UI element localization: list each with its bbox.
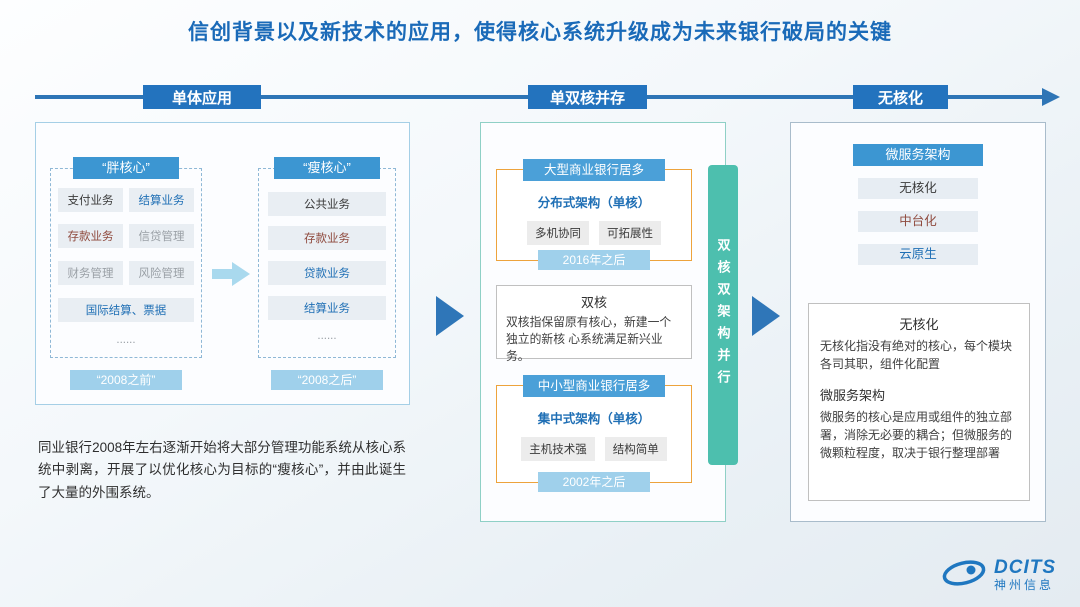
coreless-item: 云原生 (858, 244, 978, 265)
large-bank-tags: 多机协同 可拓展性 (497, 221, 691, 245)
thin-core-item: 存款业务 (268, 226, 386, 251)
fat-core-item: 结算业务 (129, 187, 194, 212)
fat-core-header: “胖核心” (73, 157, 179, 179)
dual-core-text: 双核指保留原有核心，新建一个独立的新核 心系统满足新兴业务。 (506, 315, 672, 364)
fat-core-item: 国际结算、票据 (58, 297, 194, 322)
fat-core-body: 支付业务 结算业务 存款业务 信贷管理 财务管理 风险管理 国际结算、票据 ..… (50, 168, 202, 358)
thin-core-item: 贷款业务 (268, 260, 386, 285)
microservice-definition-text: 微服务的核心是应用或组件的独立部署，消除无必要的耦合；但微服务的微颗粒程度，取决… (820, 410, 1013, 460)
small-bank-architecture: 集中式架构（单核） (537, 412, 651, 426)
large-bank-architecture: 分布式架构（单核） (537, 196, 651, 210)
large-bank-header: 大型商业银行居多 (523, 159, 665, 181)
timeline-stage-coreless: 无核化 (853, 85, 948, 109)
monolith-description: 同业银行2008年左右逐渐开始将大部分管理功能系统从核心系统中剥离，开展了以优化… (38, 440, 406, 500)
thin-core-item: 结算业务 (268, 295, 386, 320)
thin-core-period: “2008之后” (271, 370, 383, 390)
coreless-definition-title: 无核化 (899, 317, 939, 332)
stage-arrow-icon (436, 296, 464, 336)
panel-dual-core: 大型商业银行居多 分布式架构（单核） 多机协同 可拓展性 2016年之后 双核 … (480, 122, 726, 522)
stage-arrow-icon (752, 296, 780, 336)
large-bank-tag: 可拓展性 (599, 221, 661, 245)
fat-to-thin-arrow-icon (212, 261, 250, 292)
coreless-item: 无核化 (858, 178, 978, 199)
dcits-logo: DCITS 神州信息 (941, 556, 1056, 595)
fat-core-ellipsis: ...... (116, 334, 136, 347)
coreless-definition-text: 无核化指没有绝对的核心，每个模块各司其职，组件化配置 (820, 339, 1013, 371)
coreless-item: 中台化 (858, 211, 978, 232)
fat-core-item: 支付业务 (58, 187, 123, 212)
fat-core-item: 财务管理 (58, 260, 123, 285)
thin-core-column: “瘦核心” 公共业务 存款业务 贷款业务 结算业务 ...... “2008之后… (258, 157, 396, 390)
thin-core-item: 公共业务 (268, 191, 386, 216)
small-bank-tag: 主机技术强 (521, 437, 595, 461)
microservice-definition-title: 微服务架构 (820, 388, 886, 403)
timeline-stage-dual-core: 单双核并存 (528, 85, 647, 109)
large-bank-box: 大型商业银行居多 分布式架构（单核） 多机协同 可拓展性 2016年之后 (496, 159, 692, 270)
dual-core-title: 双核 (580, 295, 607, 310)
panel-coreless: 微服务架构 无核化 中台化 云原生 无核化 无核化指没有绝对的核心，每个模块各司… (790, 122, 1046, 522)
slide-title: 信创背景以及新技术的应用，使得核心系统升级成为未来银行破局的关键 (188, 21, 892, 44)
fat-core-column: “胖核心” 支付业务 结算业务 存款业务 信贷管理 财务管理 风险管理 国际结算… (50, 157, 202, 390)
small-bank-tag: 结构简单 (604, 437, 667, 461)
small-bank-period: 2002年之后 (538, 472, 650, 492)
thin-core-header: “瘦核心” (274, 157, 380, 179)
panel-monolith: “胖核心” 支付业务 结算业务 存款业务 信贷管理 财务管理 风险管理 国际结算… (35, 122, 410, 405)
thin-core-ellipsis: ...... (317, 330, 337, 343)
small-bank-box: 中小型商业银行居多 集中式架构（单核） 主机技术强 结构简单 2002年之后 (496, 375, 692, 492)
coreless-detail-box: 无核化 无核化指没有绝对的核心，每个模块各司其职，组件化配置 微服务架构 微服务… (808, 303, 1030, 501)
fat-core-period: “2008之前” (70, 370, 182, 390)
dcits-company: 神州信息 (994, 578, 1055, 593)
small-bank-header: 中小型商业银行居多 (523, 375, 665, 397)
dual-core-definition-box: 双核 双核指保留原有核心，新建一个独立的新核 心系统满足新兴业务。 (496, 285, 692, 363)
large-bank-period: 2016年之后 (538, 250, 650, 270)
large-bank-tag: 多机协同 (527, 221, 589, 245)
timeline-arrowhead-icon (1042, 88, 1060, 106)
microservice-header: 微服务架构 (853, 144, 983, 166)
timeline-stage-monolith: 单体应用 (143, 85, 261, 109)
dcits-brand: DCITS (994, 557, 1056, 579)
thin-core-body: 公共业务 存款业务 贷款业务 结算业务 ...... (258, 168, 396, 358)
dcits-swoosh-icon (941, 556, 987, 595)
fat-core-item: 风险管理 (129, 260, 194, 285)
dual-core-parallel-bar: 双核双架构并行 (708, 165, 738, 465)
dcits-logo-text: DCITS 神州信息 (994, 558, 1056, 592)
small-bank-tags: 主机技术强 结构简单 (497, 437, 691, 461)
fat-core-item: 存款业务 (58, 224, 123, 249)
fat-core-item: 信贷管理 (129, 224, 194, 249)
